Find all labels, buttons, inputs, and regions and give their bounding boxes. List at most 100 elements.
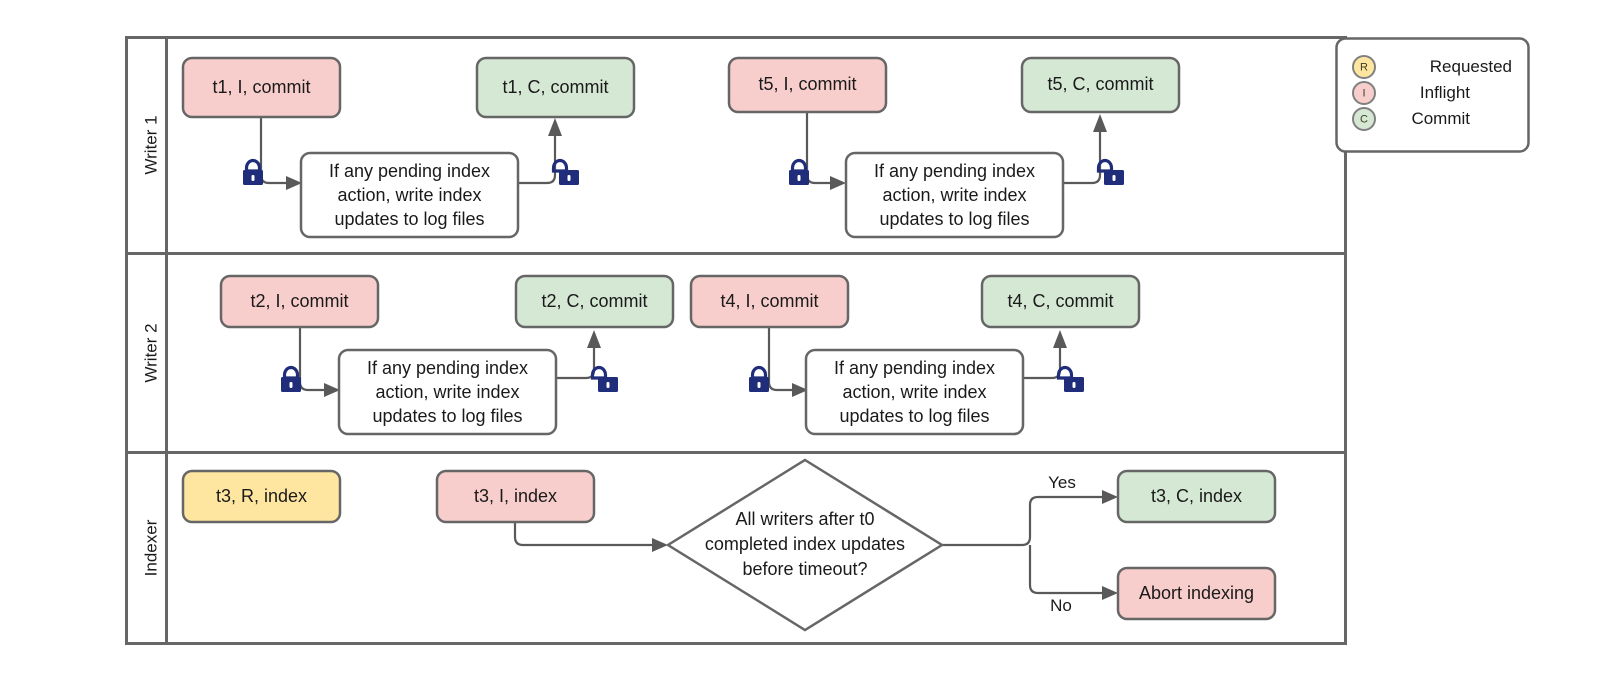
lock-open-icon (1096, 158, 1124, 185)
node-w1-step-left-line-2: action, write index (337, 185, 481, 205)
node-w2-step-left-line-1: If any pending index (367, 358, 528, 378)
node-w1-step-right-line-3: updates to log files (879, 209, 1029, 229)
node-w1-step-left[interactable]: If any pending index action, write index… (299, 151, 520, 239)
lock-closed-icon (281, 365, 301, 392)
node-w2-t4-commit-box[interactable] (980, 274, 1141, 329)
swimlane-outer-border (125, 36, 1347, 645)
node-w2-step-left-box[interactable] (337, 348, 558, 436)
node-w2-t2-commit[interactable]: t2, C, commit (514, 274, 675, 329)
legend-panel: R Requested I Inflight C Commit (1335, 37, 1530, 153)
inflight-badge-icon (1352, 81, 1376, 105)
edge-w2-t4-to-step (767, 327, 808, 397)
lane-label-writer-1-text: Writer 1 (141, 115, 160, 174)
node-w1-t5-commit-box[interactable] (1020, 56, 1181, 114)
node-w1-t5-inflight-label: t5, I, commit (758, 74, 856, 94)
node-w2-step-right-line-3: updates to log files (839, 406, 989, 426)
requested-badge-icon (1352, 55, 1376, 79)
lock-open-icon (1056, 365, 1084, 392)
lane-label-indexer: Indexer (141, 519, 160, 576)
node-w1-t5-commit[interactable]: t5, C, commit (1020, 56, 1181, 114)
edge-ix-decision-yes: Yes (942, 473, 1118, 547)
node-w1-step-left-line-3: updates to log files (334, 209, 484, 229)
node-w2-t4-inflight[interactable]: t4, I, commit (689, 274, 850, 329)
node-w1-t1-inflight[interactable]: t1, I, commit (181, 56, 342, 119)
node-ix-t3-commit-label: t3, C, index (1151, 486, 1242, 506)
node-ix-decision-line-3: before timeout? (742, 559, 867, 579)
node-ix-decision-shape[interactable] (665, 458, 945, 632)
node-w1-step-left-line-1: If any pending index (329, 161, 490, 181)
node-w2-t2-inflight-label: t2, I, commit (250, 291, 348, 311)
node-ix-t3-requested[interactable]: t3, R, index (181, 469, 342, 524)
node-w1-step-left-box[interactable] (299, 151, 520, 239)
node-w2-step-right-line-1: If any pending index (834, 358, 995, 378)
edge-ix-decision-no: No (1028, 545, 1118, 615)
lock-closed-icon (243, 158, 263, 185)
edge-w2-t2-to-step (298, 327, 340, 397)
node-ix-t3-commit[interactable]: t3, C, index (1116, 469, 1277, 524)
node-w2-t2-inflight-box[interactable] (219, 274, 380, 329)
node-w1-t5-inflight[interactable]: t5, I, commit (727, 56, 888, 114)
node-w1-t1-inflight-box[interactable] (181, 56, 342, 119)
node-ix-t3-inflight-box[interactable] (435, 469, 596, 524)
legend-label-inflight: Inflight (1420, 83, 1470, 102)
node-ix-decision-line-1: All writers after t0 (735, 509, 874, 529)
edge-w1-step-to-t1-commit (518, 118, 562, 185)
node-w1-step-right-line-1: If any pending index (874, 161, 1035, 181)
node-w2-step-left[interactable]: If any pending index action, write index… (337, 348, 558, 436)
lane-label-writer-2-text: Writer 2 (141, 323, 160, 382)
legend-label-commit: Commit (1411, 109, 1470, 128)
node-ix-abort-label: Abort indexing (1139, 583, 1254, 603)
node-ix-abort[interactable]: Abort indexing (1116, 566, 1277, 621)
node-w2-t4-commit-label: t4, C, commit (1007, 291, 1113, 311)
edge-label-yes: Yes (1048, 473, 1076, 492)
node-w2-t4-commit[interactable]: t4, C, commit (980, 274, 1141, 329)
legend-panel-border (1335, 37, 1530, 153)
node-ix-t3-requested-box[interactable] (181, 469, 342, 524)
node-w1-step-right[interactable]: If any pending index action, write index… (844, 151, 1065, 239)
node-ix-decision-line-2: completed index updates (705, 534, 905, 554)
legend-label-requested: Requested (1430, 57, 1512, 76)
commit-badge-letter: C (1360, 113, 1368, 125)
edge-w1-t5-to-step (805, 112, 846, 190)
commit-badge-icon (1352, 107, 1376, 131)
node-w1-t1-commit[interactable]: t1, C, commit (475, 56, 636, 119)
node-w1-t1-inflight-label: t1, I, commit (212, 77, 310, 97)
lane-label-writer-2: Writer 2 (141, 323, 160, 382)
node-w1-step-right-box[interactable] (844, 151, 1065, 239)
edge-w1-step-to-t5-commit (1063, 114, 1107, 185)
node-w1-step-right-line-2: action, write index (882, 185, 1026, 205)
lane-label-writer-1: Writer 1 (141, 115, 160, 174)
node-ix-abort-box[interactable] (1116, 566, 1277, 621)
node-ix-decision[interactable]: All writers after t0 completed index upd… (665, 458, 945, 632)
node-ix-t3-requested-label: t3, R, index (216, 486, 307, 506)
edge-w1-t1-to-step (259, 117, 302, 190)
node-w2-step-left-line-3: updates to log files (372, 406, 522, 426)
node-w2-step-right-line-2: action, write index (842, 382, 986, 402)
lock-closed-icon (789, 158, 809, 185)
node-w2-step-right[interactable]: If any pending index action, write index… (804, 348, 1025, 436)
node-w2-t2-commit-label: t2, C, commit (541, 291, 647, 311)
edge-label-no: No (1050, 596, 1072, 615)
node-ix-t3-commit-box[interactable] (1116, 469, 1277, 524)
node-w2-t2-inflight[interactable]: t2, I, commit (219, 274, 380, 329)
inflight-badge-letter: I (1362, 87, 1365, 99)
node-w2-step-right-box[interactable] (804, 348, 1025, 436)
node-w2-t4-inflight-box[interactable] (689, 274, 850, 329)
node-w2-t4-inflight-label: t4, I, commit (720, 291, 818, 311)
legend-item-requested: R Requested (1352, 55, 1512, 79)
requested-badge-letter: R (1360, 61, 1368, 73)
node-ix-t3-inflight-label: t3, I, index (474, 486, 557, 506)
legend-item-inflight: I Inflight (1352, 81, 1470, 105)
node-w1-t5-inflight-box[interactable] (727, 56, 888, 114)
node-w1-t5-commit-label: t5, C, commit (1047, 74, 1153, 94)
node-w2-step-left-line-2: action, write index (375, 382, 519, 402)
lock-open-icon (590, 365, 618, 392)
node-w1-t1-commit-label: t1, C, commit (502, 77, 608, 97)
lane-label-indexer-text: Indexer (141, 519, 160, 576)
edge-ix-inflight-to-decision (513, 522, 668, 552)
node-w2-t2-commit-box[interactable] (514, 274, 675, 329)
node-w1-t1-commit-box[interactable] (475, 56, 636, 119)
swimlane-container (125, 36, 1347, 645)
node-ix-t3-inflight[interactable]: t3, I, index (435, 469, 596, 524)
